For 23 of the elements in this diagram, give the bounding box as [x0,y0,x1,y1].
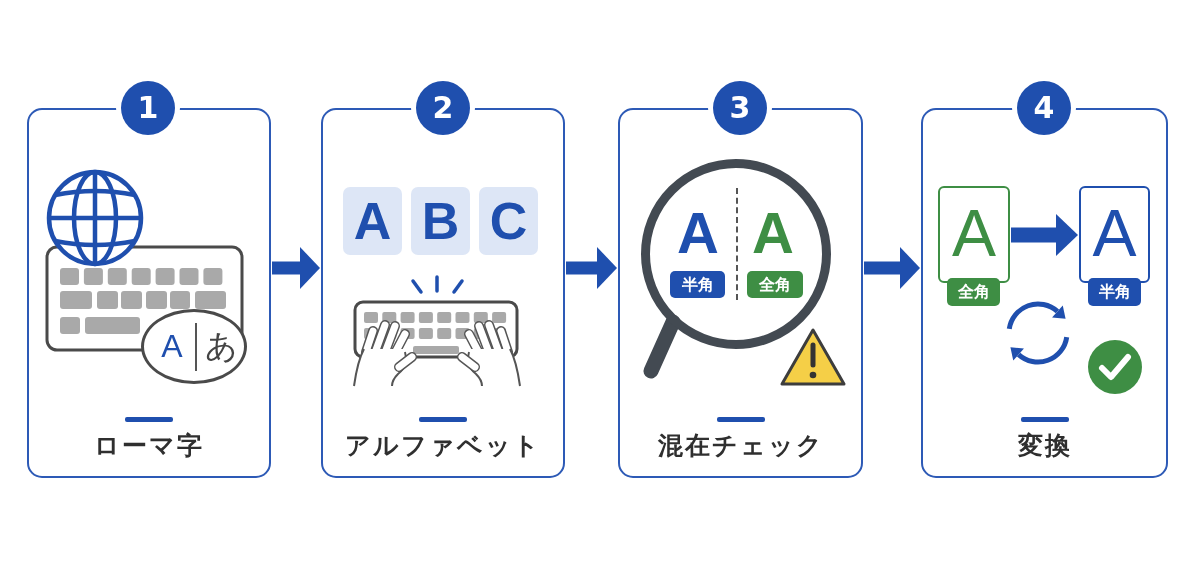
letter-box: A [1079,186,1150,283]
step-title: ローマ字 [94,433,204,458]
letter: A [677,204,719,262]
language-toggle [141,309,247,384]
arrow [272,247,320,289]
arrow [566,247,617,289]
letter-tile: C [479,187,538,255]
label-tag: 全角 [947,278,1000,306]
label-tag: 半角 [1088,278,1141,306]
arrow [864,247,920,289]
label-tag: 半角 [670,271,725,298]
step-title: アルファベット [345,433,541,458]
letter-tile: A [343,187,402,255]
letter: A [752,204,794,262]
magnifier-lens [641,159,831,349]
letter-tile: B [411,187,470,255]
step-title: 混在チェック [657,433,824,458]
step-title: 変換 [1017,433,1072,458]
arrow [1011,214,1078,256]
label-tag: 全角 [747,271,803,298]
letter-box: A [938,186,1010,283]
letter: あ [204,330,238,362]
letter: A [161,330,183,362]
